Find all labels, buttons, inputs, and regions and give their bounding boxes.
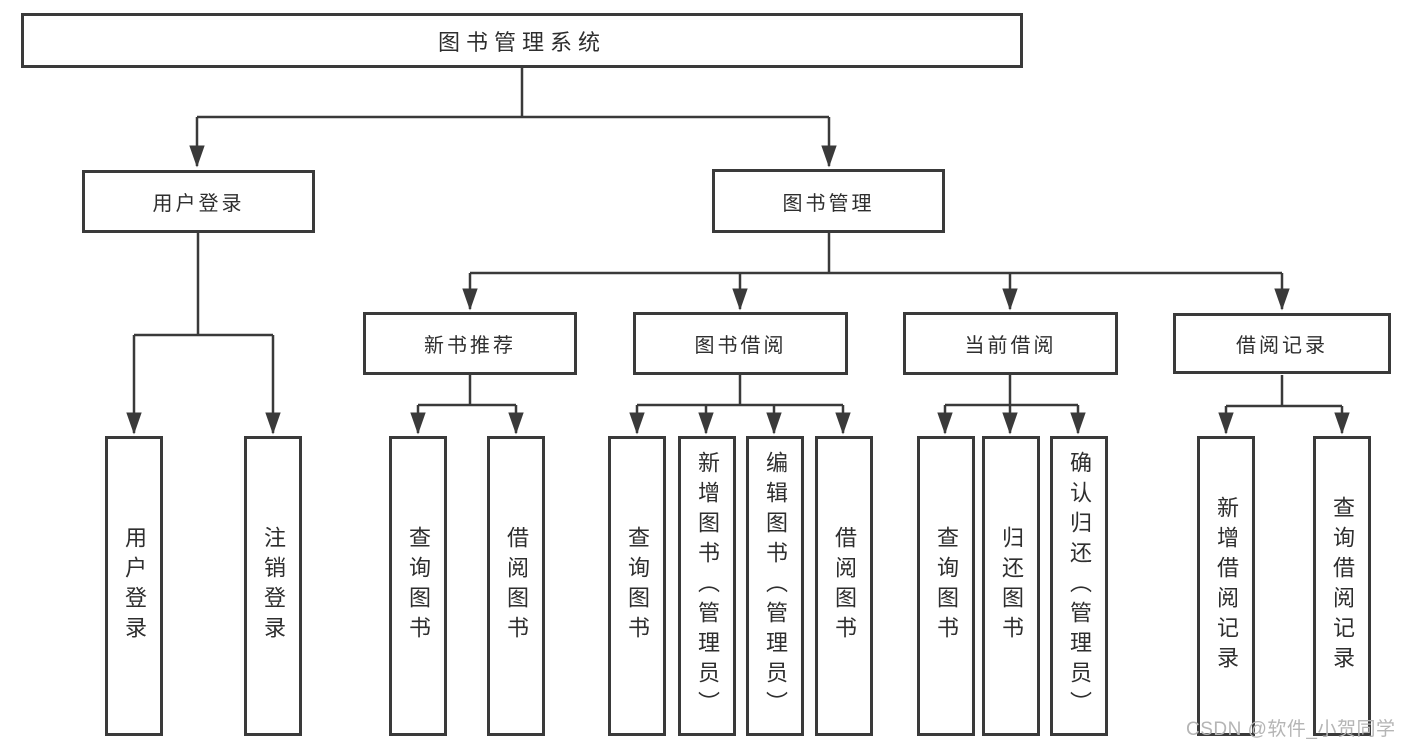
leaf-query-borrow-record: 查询借阅记录 xyxy=(1313,436,1371,736)
node-label: 编辑图书（管理员） xyxy=(763,451,788,721)
node-label: 查询图书 xyxy=(406,526,431,646)
leaf-query-books-2: 查询图书 xyxy=(608,436,666,736)
leaf-add-borrow-record: 新增借阅记录 xyxy=(1197,436,1255,736)
node-current-borrow: 当前借阅 xyxy=(903,312,1118,375)
node-label: 当前借阅 xyxy=(964,335,1057,357)
leaf-query-books-3: 查询图书 xyxy=(917,436,975,736)
node-label: 注销登录 xyxy=(261,526,286,646)
leaf-add-books-admin: 新增图书（管理员） xyxy=(678,436,736,736)
node-label: 查询借阅记录 xyxy=(1330,496,1355,676)
node-label: 查询图书 xyxy=(934,526,959,646)
node-label: 新增图书（管理员） xyxy=(695,451,720,721)
node-book-borrow: 图书借阅 xyxy=(633,312,848,375)
node-label: 确认归还（管理员） xyxy=(1067,451,1092,721)
leaf-query-books-1: 查询图书 xyxy=(389,436,447,736)
leaf-borrow-books-2: 借阅图书 xyxy=(815,436,873,736)
node-label: 图书管理系统 xyxy=(437,29,606,55)
node-label: 用户登录 xyxy=(152,193,245,215)
node-root: 图书管理系统 xyxy=(21,13,1023,68)
node-label: 图书管理 xyxy=(782,192,875,215)
node-borrow-records: 借阅记录 xyxy=(1173,313,1391,374)
node-label: 借阅图书 xyxy=(504,526,529,646)
leaf-edit-books-admin: 编辑图书（管理员） xyxy=(746,436,804,736)
node-book-management: 图书管理 xyxy=(712,169,945,233)
node-label: 用户登录 xyxy=(122,526,147,646)
node-label: 图书借阅 xyxy=(694,335,787,357)
node-label: 查询图书 xyxy=(625,526,650,646)
leaf-borrow-books-1: 借阅图书 xyxy=(487,436,545,736)
node-user-login: 用户登录 xyxy=(82,170,315,233)
node-label: 借阅记录 xyxy=(1236,335,1328,357)
leaf-return-books: 归还图书 xyxy=(982,436,1040,736)
leaf-confirm-return-admin: 确认归还（管理员） xyxy=(1050,436,1108,736)
leaf-user-login: 用户登录 xyxy=(105,436,163,736)
node-label: 归还图书 xyxy=(999,526,1024,646)
node-new-book-recommend: 新书推荐 xyxy=(363,312,577,375)
node-label: 借阅图书 xyxy=(832,526,857,646)
node-label: 新增借阅记录 xyxy=(1214,496,1239,676)
csdn-watermark: CSDN @软件_小贺同学 xyxy=(1186,719,1396,740)
leaf-logout-login: 注销登录 xyxy=(244,436,302,736)
node-label: 新书推荐 xyxy=(424,335,516,357)
